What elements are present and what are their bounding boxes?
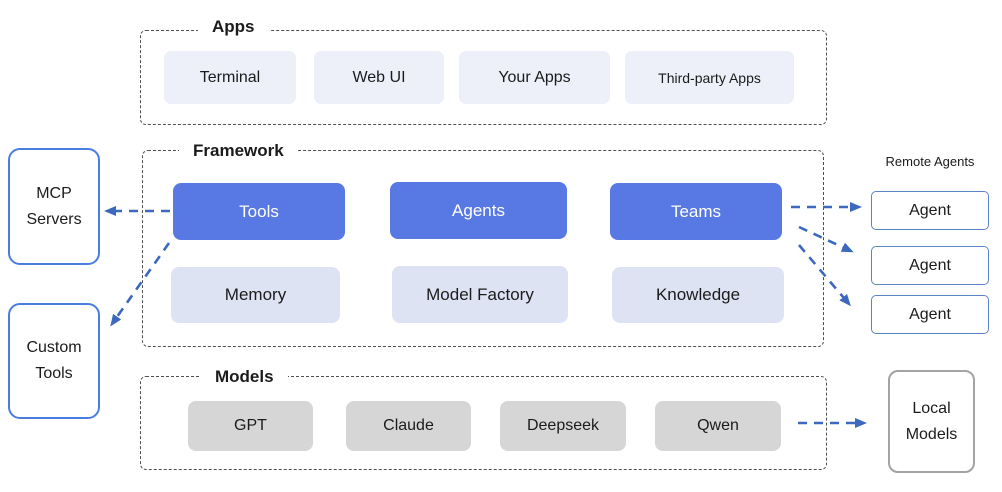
mcp-servers-node: MCP Servers bbox=[8, 148, 100, 265]
app-box-third-party-apps: Third-party Apps bbox=[625, 51, 794, 104]
local-models-label-line1: Local bbox=[912, 399, 951, 417]
model-box-gpt: GPT bbox=[188, 401, 313, 451]
local-models-label-line2: Models bbox=[905, 425, 958, 443]
models-section-label: Models bbox=[201, 364, 288, 390]
mcp-servers-label-line1: MCP bbox=[36, 184, 72, 202]
remote-agent-box-3: Agent bbox=[871, 295, 989, 334]
model-box-deepseek: Deepseek bbox=[500, 401, 626, 451]
framework-box-teams: Teams bbox=[610, 183, 782, 240]
local-models-node: Local Models bbox=[888, 370, 975, 473]
models-section: Models GPT Claude Deepseek Qwen bbox=[140, 364, 827, 470]
framework-box-model-factory: Model Factory bbox=[392, 266, 568, 323]
remote-agent-box-1: Agent bbox=[871, 191, 989, 230]
app-box-terminal: Terminal bbox=[164, 51, 296, 104]
apps-section: Apps Terminal Web UI Your Apps Third-par… bbox=[140, 14, 827, 125]
framework-section-label: Framework bbox=[179, 138, 298, 164]
framework-box-knowledge: Knowledge bbox=[612, 267, 784, 323]
app-box-your-apps: Your Apps bbox=[459, 51, 610, 104]
framework-section: Framework Tools Agents Teams Memory Mode… bbox=[142, 138, 824, 347]
custom-tools-label-line1: Custom bbox=[26, 339, 82, 357]
remote-agents-label: Remote Agents bbox=[885, 154, 975, 169]
model-box-qwen: Qwen bbox=[655, 401, 781, 451]
custom-tools-node: Custom Tools bbox=[8, 303, 100, 419]
app-box-web-ui: Web UI bbox=[314, 51, 444, 104]
framework-box-tools: Tools bbox=[173, 183, 345, 240]
mcp-servers-label-line2: Servers bbox=[26, 210, 82, 228]
framework-box-agents: Agents bbox=[390, 182, 567, 239]
framework-box-memory: Memory bbox=[171, 267, 340, 323]
model-box-claude: Claude bbox=[346, 401, 471, 451]
remote-agent-box-2: Agent bbox=[871, 246, 989, 285]
custom-tools-label-line2: Tools bbox=[35, 365, 73, 382]
apps-section-label: Apps bbox=[198, 14, 269, 40]
